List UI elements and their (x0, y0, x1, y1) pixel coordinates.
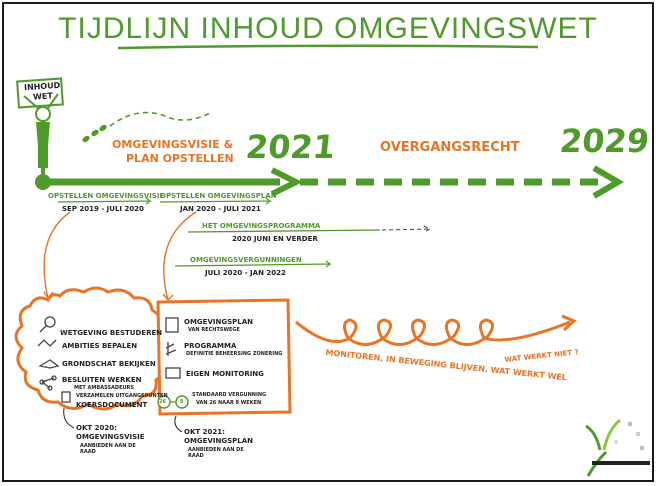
network-icon (39, 375, 57, 391)
cloud-item-2: AMBITIES BEPALEN (62, 342, 138, 350)
plan-document-icon (165, 317, 179, 333)
connector-visie (43, 211, 71, 299)
year-2029: 2029 (558, 122, 652, 160)
cloud-item-3: GRONDSCHAT BEKIJKEN (62, 360, 156, 368)
cloud-item-1: WETGEVING BESTUDEREN (60, 329, 163, 337)
connector-plan (162, 211, 197, 301)
milestone-arrow-2 (174, 415, 183, 433)
sign-line-2: WET (32, 91, 54, 102)
overgangsrecht-label: OVERGANGSRECHT (380, 140, 520, 155)
box-item-4: STANDAARD VERGUNNING (192, 392, 267, 398)
branches-icon (38, 359, 60, 369)
badge-26-text: 26 (159, 399, 166, 405)
box-item-4-sub: VAN 26 NAAR 8 WEKEN (196, 400, 262, 406)
milestone-1-date: OKT 2020: (76, 424, 117, 432)
timeline-arrowhead-1 (270, 167, 303, 197)
milestone-1-label: OMGEVINGSVISIE (76, 433, 145, 441)
track-2-date: JAN 2020 - JULI 2021 (180, 205, 261, 213)
start-label-line-2: PLAN OPSTELLEN (126, 152, 234, 165)
milestone-2-date: OKT 2021: (184, 428, 225, 436)
track-1-date: SEP 2019 - JULI 2020 (62, 205, 144, 213)
zigzag-icon (37, 339, 57, 347)
milestone-1-sub: AANBIEDEN AAN DE RAAD (80, 443, 136, 455)
box-item-1: OMGEVINGSPLAN (184, 318, 253, 326)
box-item-2-sub: DEFINITIE BEHEERSING ZONERING (186, 351, 283, 357)
track-2-label: OPSTELLEN OMGEVINGSPLAN (160, 192, 277, 200)
title-underline (117, 44, 539, 50)
badge-8-text: 8 (180, 399, 184, 405)
track-line-4 (174, 260, 332, 268)
box-item-3: EIGEN MONITORING (186, 370, 264, 378)
milestone-arrow-1 (63, 407, 75, 429)
track-line-3 (187, 229, 381, 233)
box-item-2: PROGRAMMA (184, 342, 237, 350)
page-title: TIJDLIJN INHOUD OMGEVINGSWET (58, 12, 598, 45)
cloud-item-5-sub: KOERSDOCUMENT (76, 401, 148, 409)
start-label-line-1: OMGEVINGSVISIE & (112, 138, 234, 151)
track-line-3-dashed (381, 225, 432, 233)
milestone-2-sub: AANBIEDEN AAN DE RAAD (188, 447, 244, 459)
track-line-1 (57, 197, 152, 205)
monitor-icon (165, 367, 181, 379)
track-line-2 (159, 197, 272, 205)
cloud-item-5: VERZAMELEN UITGANGSPUNTEN (76, 393, 168, 399)
year-2021: 2021 (244, 128, 338, 166)
person-figure (16, 77, 64, 168)
program-icon (165, 342, 177, 356)
cloud-item-4: BESLUITEN WERKEN (62, 376, 142, 384)
badge-8 (175, 395, 189, 409)
box-item-1-sub: VAN RECHTSWEGE (188, 327, 240, 333)
track-4-label: OMGEVINGSVERGUNNINGEN (190, 256, 302, 264)
monitor-arrowhead (561, 314, 577, 332)
milestone-2-label: OMGEVINGSPLAN (184, 437, 253, 445)
dashed-path (109, 111, 213, 127)
footprints-icon (82, 124, 107, 143)
track-4-date: JULI 2020 - JAN 2022 (205, 269, 286, 277)
monitor-spiral (295, 318, 571, 346)
track-3-date: 2020 JUNI EN VERDER (232, 235, 318, 243)
magnifier-icon (39, 316, 56, 333)
track-3-label: HET OMGEVINGSPROGRAMMA (202, 222, 321, 230)
timeline-arrowhead-2 (592, 165, 624, 199)
cloud-item-4-sub: MET AMBASSADEURS (74, 385, 134, 391)
plan-box (156, 298, 292, 416)
logo-icon (585, 418, 650, 477)
track-1-label: OPSTELLEN OMGEVINGSVISIE (48, 192, 165, 200)
document-icon (61, 391, 71, 403)
